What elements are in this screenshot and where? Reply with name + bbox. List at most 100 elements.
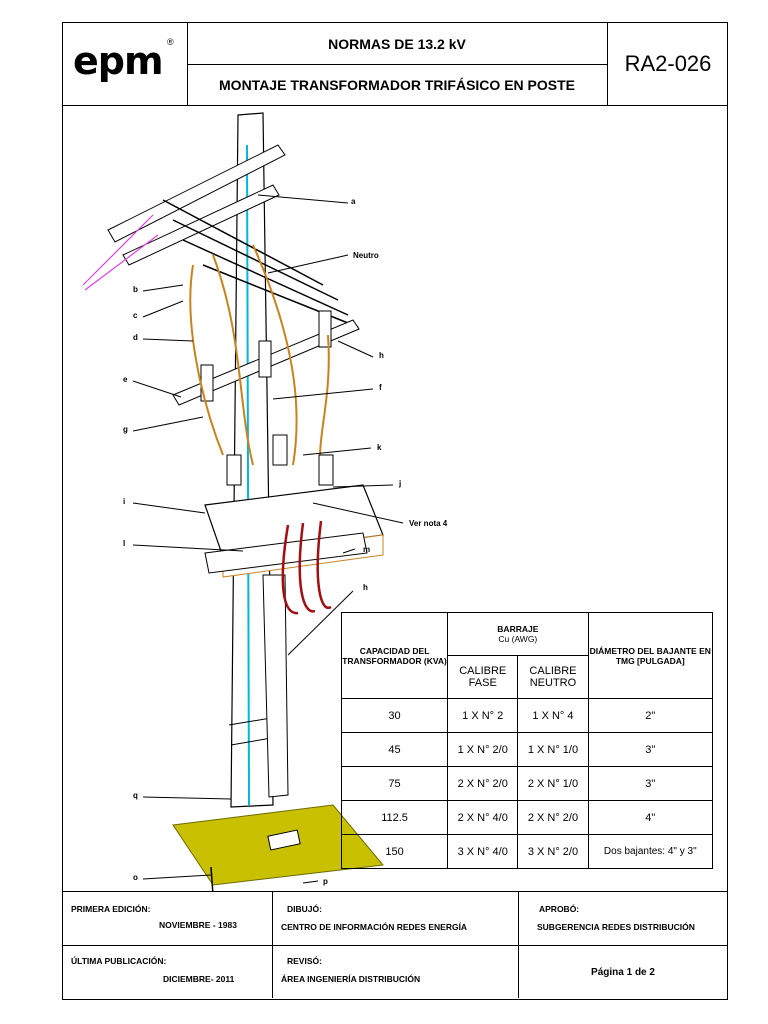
leader-f [272, 388, 374, 400]
leader-m [342, 548, 356, 554]
cell-diametro: 2" [587, 698, 714, 733]
cell-neutro: 2 X N° 1/0 [517, 766, 589, 801]
leader-e [132, 380, 182, 398]
label-nota: Ver nota 4 [409, 519, 448, 528]
cell-kva: 75 [340, 766, 449, 801]
label-q: q [133, 791, 138, 800]
bridge-wire [319, 334, 330, 476]
cell-neutro: 1 X N° 1/0 [517, 732, 589, 767]
registered-mark: ® [167, 37, 174, 47]
header-calibre-fase: CALIBRE FASE [447, 655, 519, 699]
label-h: h [379, 351, 384, 360]
label-k: k [377, 443, 382, 452]
title-cell: NORMAS DE 13.2 kV MONTAJE TRANSFORMADOR … [187, 23, 608, 105]
label-g: g [123, 425, 128, 434]
ultima-publicacion-value: DICIEMBRE- 2011 [163, 974, 235, 984]
leader-k [302, 447, 372, 456]
dibujo-cell: DIBUJÓ: CENTRO DE INFORMACIÓN REDES ENER… [273, 892, 519, 946]
label-neutro: Neutro [353, 251, 379, 260]
leader-i [132, 502, 206, 514]
header-barraje: BARRAJE Cu (AWG) [447, 612, 589, 656]
leader-o [142, 874, 212, 880]
label-a: a [351, 197, 356, 206]
conductor [202, 264, 359, 328]
leader-g [132, 416, 204, 432]
transformer-tank [204, 532, 368, 574]
reviso-label: REVISÓ: [287, 956, 322, 966]
label-e: e [123, 375, 128, 384]
label-j: j [399, 479, 402, 488]
drawing-sheet: e p m ® NORMAS DE 13.2 kV MONTAJE TRANSFOR… [62, 22, 728, 1000]
leader-b [142, 284, 184, 292]
secondary-lead [298, 522, 316, 613]
fuse-cutout [258, 340, 272, 378]
cell-fase: 2 X N° 4/0 [447, 800, 519, 835]
cell-neutro: 3 X N° 2/0 [517, 834, 589, 869]
cell-neutro: 1 X N° 4 [517, 698, 589, 733]
aprobo-label: APROBÓ: [539, 904, 580, 914]
table-row: 112.5 2 X N° 4/0 2 X N° 2/0 4" [340, 800, 714, 835]
header-barraje-title: BARRAJE [497, 624, 539, 634]
reviso-value: ÁREA INGENIERÍA DISTRIBUCIÓN [281, 974, 421, 984]
pole-ground-wire [246, 144, 250, 806]
cell-diametro: 3" [587, 732, 714, 767]
drawing-area: a Neutro b c d h e f g k j i Ver nota 4 … [63, 105, 727, 896]
ground-rod [210, 866, 214, 896]
norm-title: NORMAS DE 13.2 kV [187, 23, 607, 65]
leader-c [142, 300, 184, 318]
drawing-title: MONTAJE TRANSFORMADOR TRIFÁSICO EN POSTE [219, 76, 575, 93]
surge-arrester [318, 454, 334, 486]
label-m: m [363, 545, 371, 554]
header-barraje-sub: Cu (AWG) [498, 634, 538, 644]
leader-p [302, 880, 319, 884]
title-block-footer: PRIMERA EDICIÓN: NOVIEMBRE - 1983 ÚLTIMA… [63, 891, 727, 1000]
ultima-publicacion-cell: ÚLTIMA PUBLICACIÓN: DICIEMBRE- 2011 [63, 946, 273, 998]
bridge-wire [212, 254, 254, 466]
pole-illustration [82, 112, 404, 896]
label-f: f [379, 383, 382, 392]
label-h2: h [363, 583, 368, 592]
primera-edicion-value: NOVIEMBRE - 1983 [159, 920, 237, 930]
cell-kva: 150 [340, 834, 449, 869]
conductor [172, 219, 339, 301]
leader-nota [312, 502, 404, 524]
table-row: 30 1 X N° 2 1 X N° 4 2" [340, 698, 714, 733]
aprobo-value: SUBGERENCIA REDES DISTRIBUCIÓN [537, 922, 695, 932]
label-l: l [123, 539, 126, 548]
page-number: Página 1 de 2 [591, 966, 655, 978]
title-block-header: epm ® NORMAS DE 13.2 kV MONTAJE TRANSFOR… [63, 23, 727, 106]
label-p: p [323, 877, 328, 886]
label-d: d [133, 333, 138, 342]
cell-kva: 112.5 [340, 800, 449, 835]
label-b: b [133, 285, 138, 294]
dibujo-label: DIBUJÓ: [287, 904, 322, 914]
conductor [162, 199, 324, 286]
cell-fase: 1 X N° 2 [447, 698, 519, 733]
barraje-table: CAPACIDAD DEL TRANSFORMADOR (KVA) BARRAJ… [340, 612, 714, 869]
dibujo-value: CENTRO DE INFORMACIÓN REDES ENERGÍA [281, 922, 468, 932]
primera-edicion-label: PRIMERA EDICIÓN: [71, 904, 151, 914]
leader-d [142, 338, 194, 342]
label-o: o [133, 873, 138, 882]
leader-h [337, 340, 374, 358]
bridge-wire [252, 244, 298, 466]
leader-j [332, 484, 394, 488]
aprobo-cell: APROBÓ: SUBGERENCIA REDES DISTRIBUCIÓN [519, 892, 727, 946]
cell-diametro: 3" [587, 766, 714, 801]
table-row: 75 2 X N° 2/0 2 X N° 1/0 3" [340, 766, 714, 801]
label-c: c [133, 311, 138, 320]
cell-kva: 45 [340, 732, 449, 767]
top-crossarm [107, 144, 286, 243]
leader-neutro [267, 254, 349, 274]
cell-fase: 3 X N° 4/0 [447, 834, 519, 869]
cell-neutro: 2 X N° 2/0 [517, 800, 589, 835]
drawing-code: RA2-026 [624, 51, 712, 76]
cell-diametro: 4" [587, 800, 714, 835]
secondary-lead [281, 524, 299, 615]
second-crossarm [122, 184, 280, 266]
cell-diametro: Dos bajantes: 4" y 3" [587, 834, 714, 869]
bridge-wire [189, 264, 224, 456]
table-row: 45 1 X N° 2/0 1 X N° 1/0 3" [340, 732, 714, 767]
leader-a [257, 194, 349, 204]
reviso-cell: REVISÓ: ÁREA INGENIERÍA DISTRIBUCIÓN [273, 946, 519, 998]
